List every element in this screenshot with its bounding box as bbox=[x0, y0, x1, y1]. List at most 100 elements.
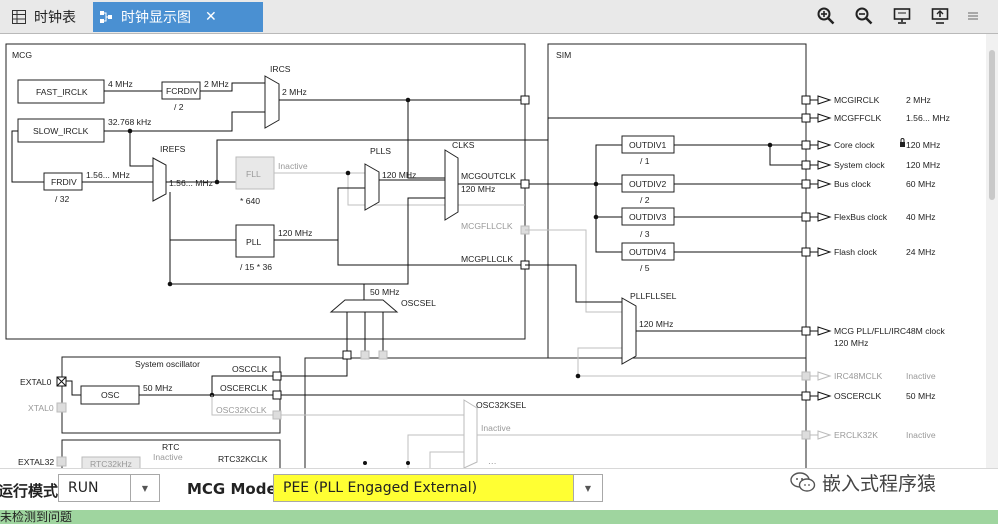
output-freq-mcgffclk: 1.56... MHz bbox=[906, 113, 950, 123]
outdiv2-div: / 2 bbox=[640, 195, 650, 205]
output-name-bus-clock: Bus clock bbox=[834, 179, 871, 189]
tab-clock-table[interactable]: 时钟表 bbox=[6, 2, 91, 32]
lock-icon bbox=[900, 138, 905, 147]
rtc32khz-label: RTC32kHz bbox=[90, 459, 132, 468]
output-freq-mcgirclk: 2 MHz bbox=[906, 95, 931, 105]
svg-text:⋯: ⋯ bbox=[488, 458, 497, 468]
ircs-label: IRCS bbox=[270, 64, 291, 74]
mcg-mode-select[interactable]: PEE (PLL Engaged External) ▼ bbox=[273, 474, 603, 502]
extal32-label: EXTAL32 bbox=[18, 457, 54, 467]
output-name-oscerclk: OSCERCLK bbox=[834, 391, 882, 401]
output-freq-flexbus-clock: 40 MHz bbox=[906, 212, 936, 222]
oscsel-mux[interactable] bbox=[329, 299, 399, 313]
osc32kclk-label: OSC32KCLK bbox=[216, 405, 267, 415]
chevron-down-icon[interactable]: ▼ bbox=[130, 475, 159, 501]
fll-label: FLL bbox=[246, 169, 261, 179]
export-icon[interactable] bbox=[929, 5, 951, 27]
run-mode-label: 运行模式 bbox=[0, 482, 59, 500]
extal0-label: EXTAL0 bbox=[20, 377, 52, 387]
tab-label: 时钟表 bbox=[34, 10, 76, 26]
ircs-out: 2 MHz bbox=[282, 87, 307, 97]
close-icon[interactable]: ✕ bbox=[205, 9, 217, 25]
rtc32kclk-label: RTC32KCLK bbox=[218, 454, 268, 464]
menu-icon[interactable] bbox=[962, 5, 984, 27]
outdiv4-label: OUTDIV4 bbox=[629, 247, 666, 257]
oscerclk-label: OSCERCLK bbox=[220, 383, 268, 393]
watermark: 嵌入式程序猿 bbox=[790, 470, 980, 495]
output-freq-system-clock: 120 MHz bbox=[906, 160, 940, 170]
output-name-flash-clock: Flash clock bbox=[834, 247, 878, 257]
clock-diagram: MCG SIM System oscillator RTC FAST_IRCLK… bbox=[0, 34, 998, 468]
plls-mux[interactable] bbox=[364, 163, 380, 211]
irefs-out: 1.56... MHz bbox=[169, 178, 213, 188]
oscclk-label: OSCCLK bbox=[232, 364, 268, 374]
fll-box[interactable] bbox=[235, 156, 275, 190]
rtc-state: Inactive bbox=[153, 452, 183, 462]
pllfllsel-mux[interactable] bbox=[621, 297, 637, 365]
clks-mux[interactable] bbox=[444, 149, 459, 221]
output-name-core-clock: Core clock bbox=[834, 140, 875, 150]
clock-diagram-canvas: MCG SIM System oscillator RTC FAST_IRCLK… bbox=[5, 43, 950, 468]
vertical-scrollbar[interactable] bbox=[986, 34, 998, 468]
output-name-mcg-pll-fll-irc48m: MCG PLL/FLL/IRC48M clock bbox=[834, 326, 945, 336]
irefs-mux[interactable] bbox=[152, 157, 167, 202]
outdiv3-div: / 3 bbox=[640, 229, 650, 239]
output-name-mcgffclk: MCGFFCLK bbox=[834, 113, 882, 123]
output-name-flexbus-clock: FlexBus clock bbox=[834, 212, 888, 222]
run-mode-select[interactable]: RUN ▼ bbox=[58, 474, 160, 502]
output-freq-erclk32k: Inactive bbox=[906, 430, 936, 440]
output-name-erclk32k: ERCLK32K bbox=[834, 430, 878, 440]
mcg-block bbox=[5, 43, 526, 340]
ircs-mux[interactable] bbox=[264, 75, 280, 129]
mcgoutclk-freq: 120 MHz bbox=[461, 184, 495, 194]
frdiv-label: FRDIV bbox=[51, 177, 77, 187]
chevron-down-icon[interactable]: ▼ bbox=[573, 475, 602, 501]
plls-label: PLLS bbox=[370, 146, 391, 156]
diagram-icon bbox=[99, 10, 113, 24]
sim-block-label: SIM bbox=[556, 50, 571, 60]
output-freq-oscerclk: 50 MHz bbox=[906, 391, 936, 401]
zoom-out-icon[interactable] bbox=[853, 5, 875, 27]
osc32ksel-label: OSC32KSEL bbox=[476, 400, 526, 410]
system-oscillator-title: System oscillator bbox=[135, 359, 200, 369]
output-freq-flash-clock: 24 MHz bbox=[906, 247, 936, 257]
fcrdiv-label: FCRDIV bbox=[166, 86, 198, 96]
osc-freq: 50 MHz bbox=[143, 383, 173, 393]
mcg-mode-label: MCG Mode bbox=[187, 480, 277, 498]
osc32ksel-mux[interactable] bbox=[463, 399, 478, 468]
mcgfllclk-label: MCGFLLCLK bbox=[461, 221, 513, 231]
xtal0-label: XTAL0 bbox=[28, 403, 54, 413]
scrollbar-thumb[interactable] bbox=[989, 50, 995, 200]
fll-mult: * 640 bbox=[240, 196, 260, 206]
extal0-pin[interactable] bbox=[56, 376, 67, 387]
pll-box[interactable] bbox=[235, 224, 275, 258]
slow-irclk-label: SLOW_IRCLK bbox=[33, 126, 89, 136]
pllfllsel-label: PLLFLLSEL bbox=[630, 291, 677, 301]
pll-ratio: / 15 * 36 bbox=[240, 262, 272, 272]
output-freq-core-clock: 120 MHz bbox=[906, 140, 940, 150]
frdiv-in-freq: 1.56... MHz bbox=[86, 170, 130, 180]
fast-irclk-label: FAST_IRCLK bbox=[36, 87, 88, 97]
osc32ksel-state: Inactive bbox=[481, 423, 511, 433]
monitor-icon[interactable] bbox=[891, 5, 913, 27]
outdiv1-div: / 1 bbox=[640, 156, 650, 166]
mcg-mode-value: PEE (PLL Engaged External) bbox=[283, 480, 478, 496]
rtc32khz-box[interactable] bbox=[81, 456, 141, 468]
sim-block bbox=[547, 43, 807, 359]
outdiv4-div: / 5 bbox=[640, 263, 650, 273]
fast-irclk-freq: 4 MHz bbox=[108, 79, 133, 89]
slow-irclk-freq: 32.768 kHz bbox=[108, 117, 151, 127]
output-name-system-clock: System clock bbox=[834, 160, 885, 170]
wechat-icon bbox=[790, 472, 816, 492]
output-freq-bus-clock: 60 MHz bbox=[906, 179, 936, 189]
clks-label: CLKS bbox=[452, 140, 475, 150]
pllfllsel-freq: 120 MHz bbox=[639, 319, 673, 329]
oscsel-freq: 50 MHz bbox=[370, 287, 400, 297]
output-name-mcgirclk: MCGIRCLK bbox=[834, 95, 880, 105]
irefs-label: IREFS bbox=[160, 144, 186, 154]
fll-state: Inactive bbox=[278, 161, 308, 171]
frdiv-div: / 32 bbox=[55, 194, 70, 204]
tab-clock-diagram[interactable]: 时钟显示图 ✕ bbox=[93, 2, 263, 32]
zoom-in-icon[interactable] bbox=[815, 5, 837, 27]
pll-out: 120 MHz bbox=[278, 228, 312, 238]
